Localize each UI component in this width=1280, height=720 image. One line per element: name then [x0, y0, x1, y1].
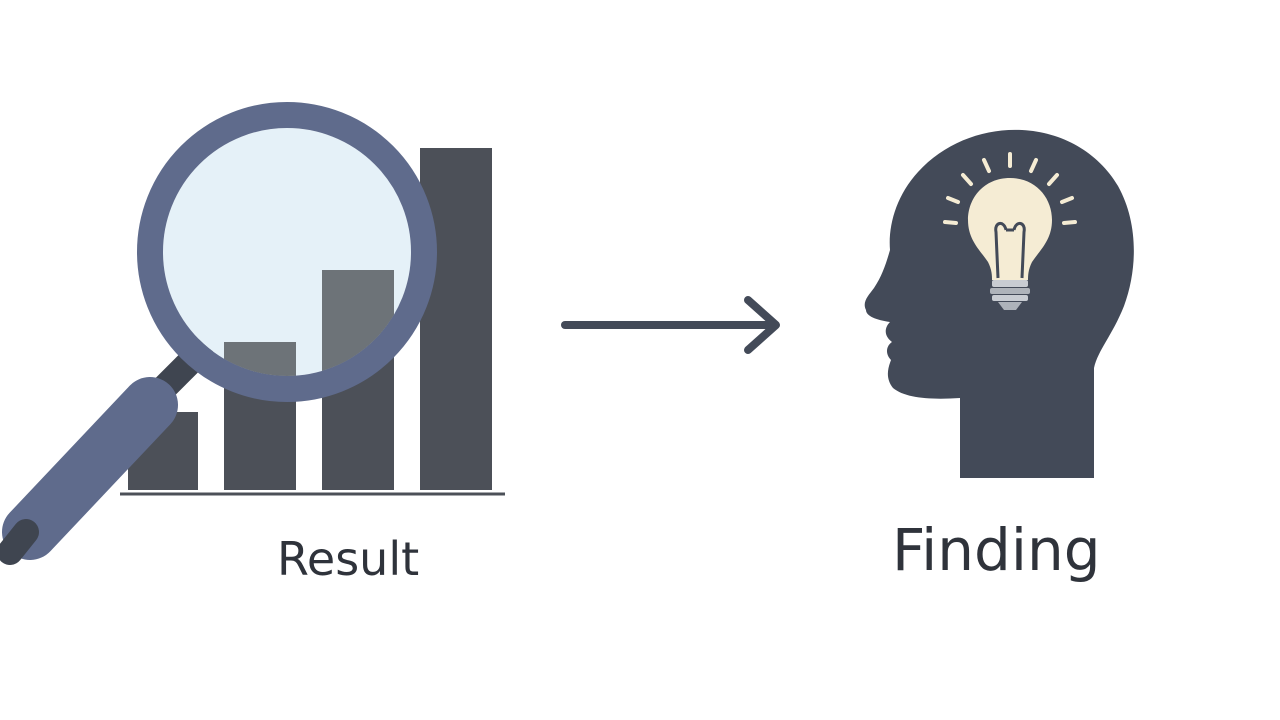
head-silhouette-icon	[864, 129, 1134, 478]
magnifier-lens-frame	[137, 102, 437, 402]
lightbulb-icon	[943, 152, 1077, 310]
chart-bar-4	[420, 148, 492, 490]
magnifier-handle-cap	[0, 519, 39, 565]
lightbulb-rays	[943, 152, 1077, 225]
magnifying-glass-icon	[0, 102, 437, 565]
result-label: Result	[277, 532, 420, 586]
magnifier-handle	[2, 377, 178, 560]
finding-label: Finding	[892, 516, 1101, 584]
arrow-right-icon	[561, 296, 780, 354]
